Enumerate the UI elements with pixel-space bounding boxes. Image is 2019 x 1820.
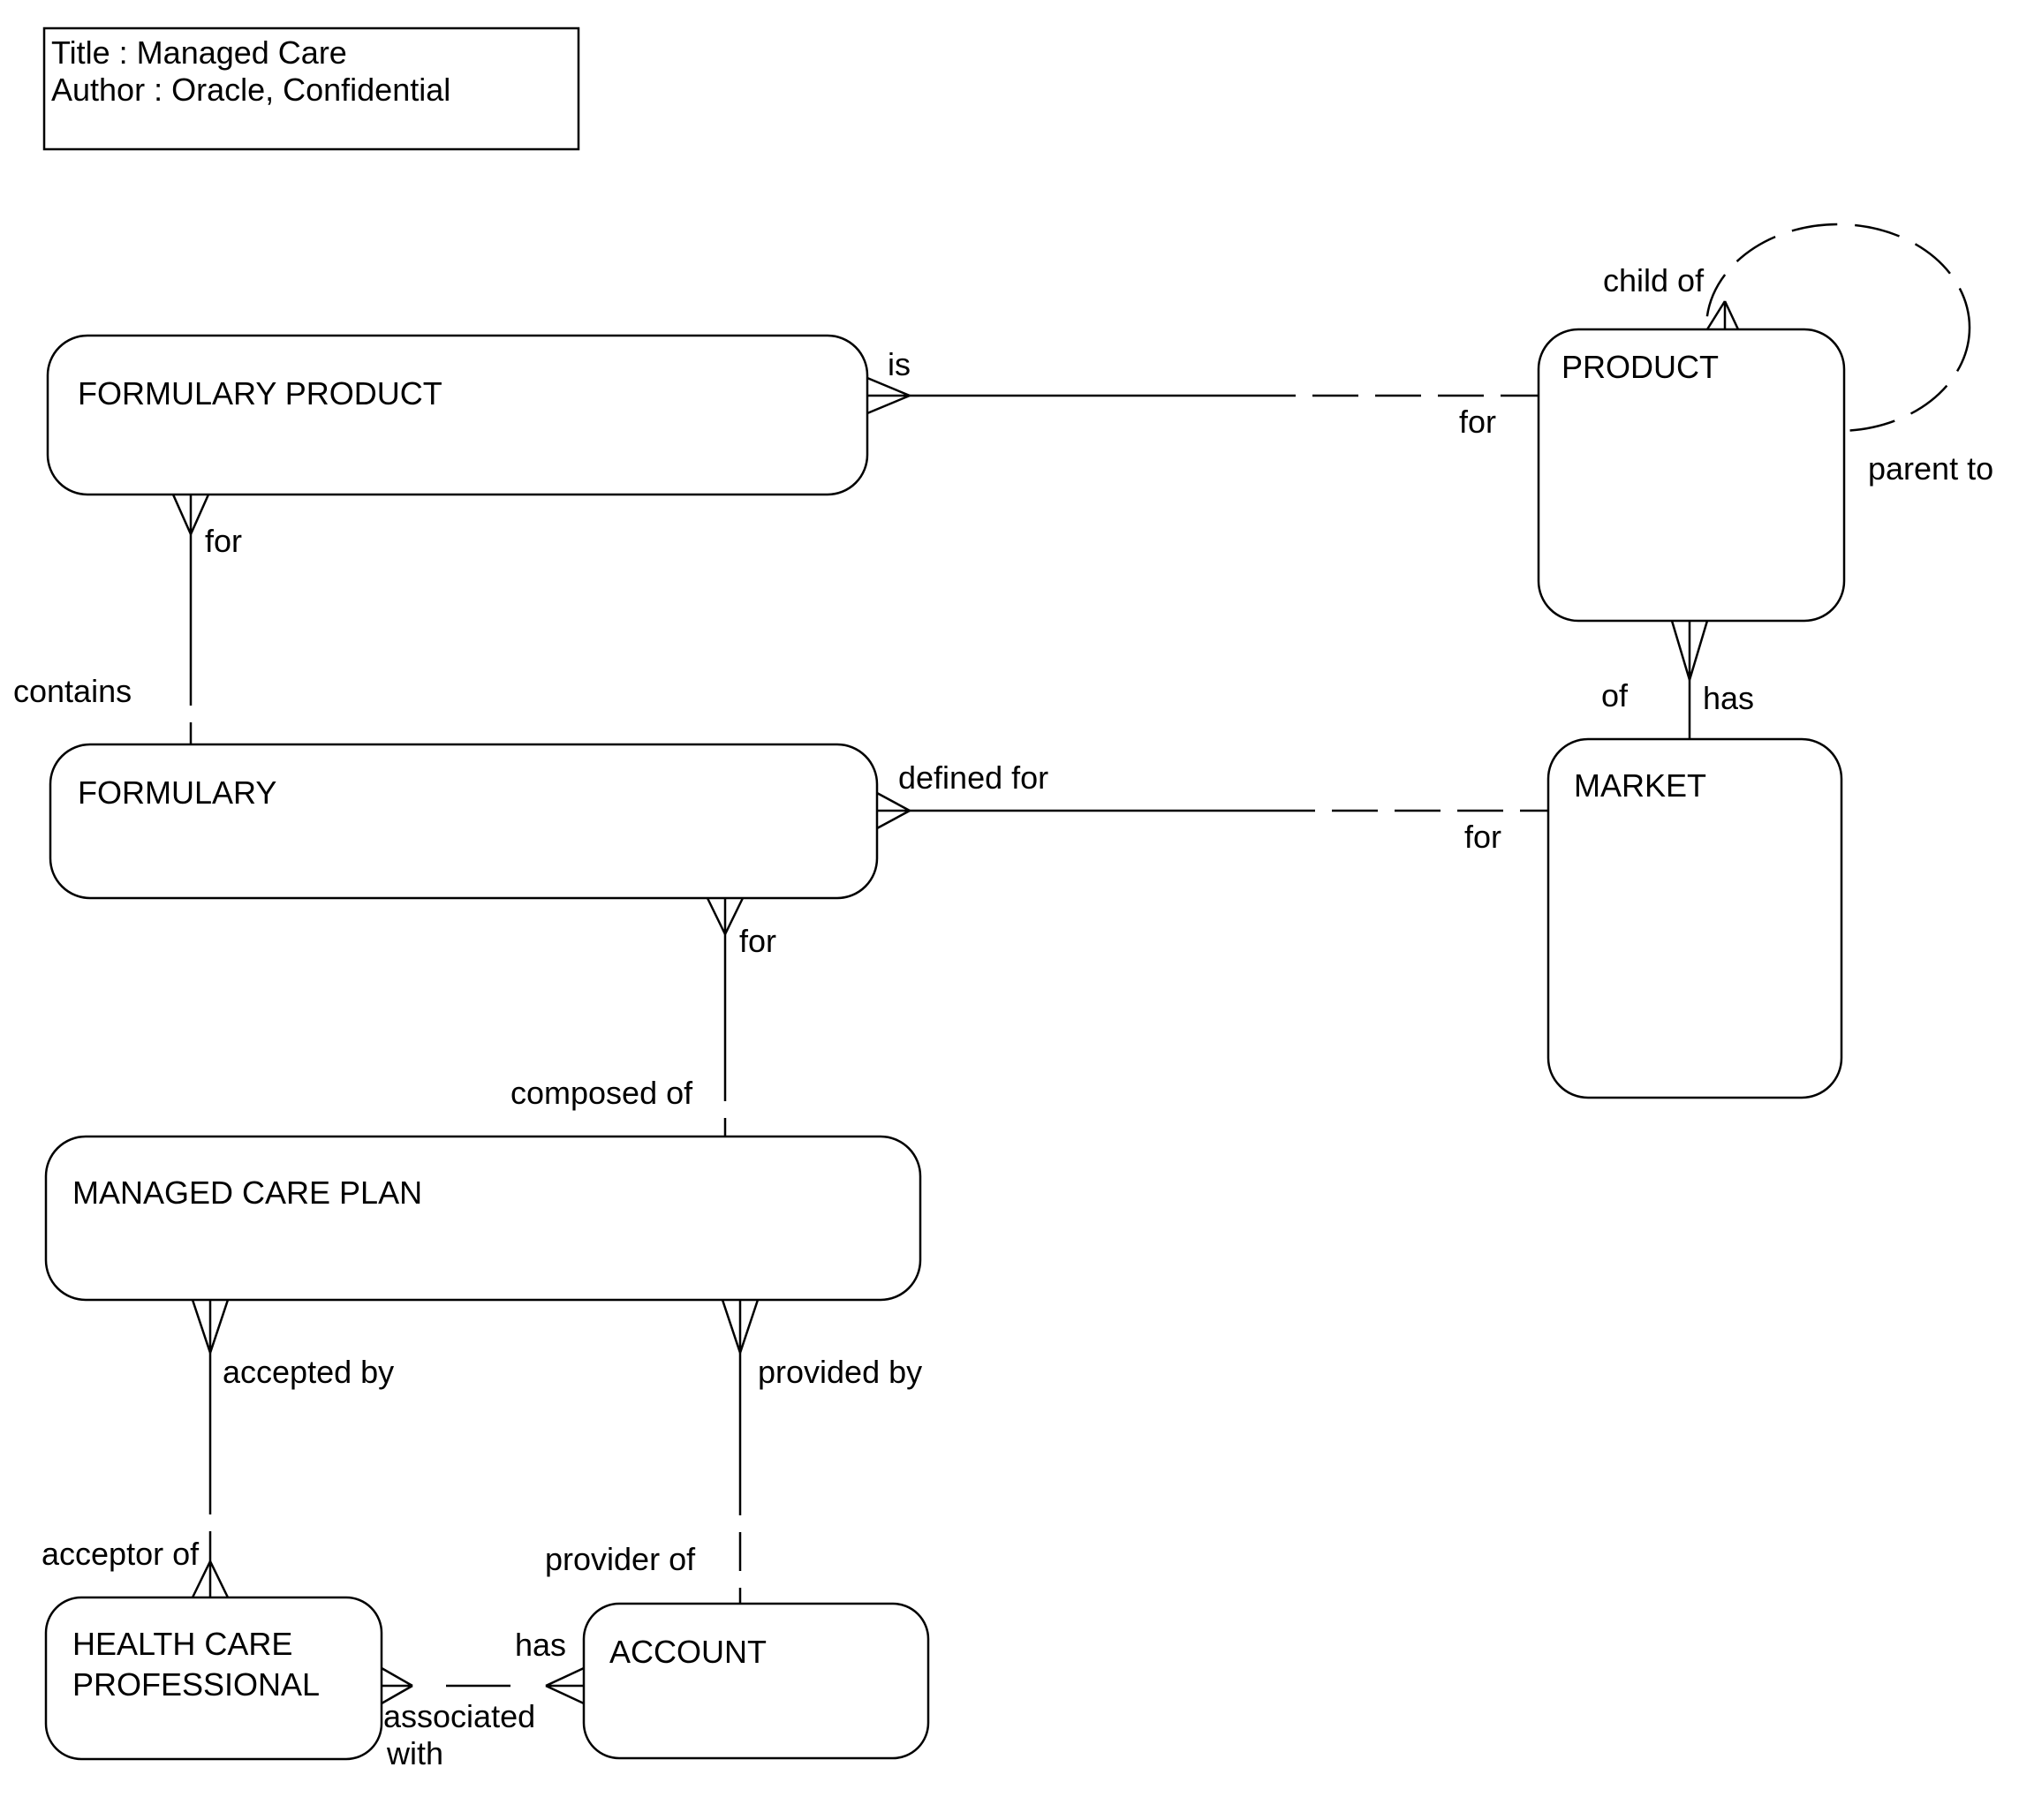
crows-foot-managed-care-plan-bottom-left — [191, 1299, 230, 1354]
entity-formulary-label: FORMULARY — [78, 774, 276, 811]
crows-foot-formulary-bottom — [706, 897, 745, 935]
relationship-product-market — [1670, 620, 1709, 739]
crows-foot-formulary-right — [876, 791, 911, 830]
relationship-product-self — [1705, 223, 1971, 433]
label-fp-for: for — [205, 523, 242, 559]
entity-formulary-product: FORMULARY PRODUCT — [46, 334, 869, 496]
diagram-title: Title : Managed Care — [51, 34, 347, 71]
entity-formulary-product-label: FORMULARY PRODUCT — [78, 375, 442, 412]
entity-market-box — [1546, 737, 1843, 1099]
label-associated: associated — [383, 1698, 535, 1734]
label-defined-for-for: for — [1464, 819, 1501, 855]
entity-formulary-product-box — [46, 334, 869, 496]
crows-foot-product-bottom — [1670, 620, 1709, 681]
label-contains: contains — [13, 673, 132, 709]
title-block: Title : Managed Care Author : Oracle, Co… — [42, 26, 580, 151]
entity-health-care-professional: HEALTH CARE PROFESSIONAL — [44, 1596, 383, 1761]
label-child-of: child of — [1603, 262, 1705, 298]
label-has: has — [1703, 680, 1754, 716]
label-defined-for: defined for — [898, 759, 1048, 796]
label-of: of — [1601, 677, 1629, 714]
relationship-hcp-account — [381, 1666, 585, 1705]
label-composed-of: composed of — [510, 1075, 693, 1111]
entity-managed-care-plan-box — [44, 1135, 922, 1302]
title-block-box — [42, 26, 580, 151]
entity-account: ACCOUNT — [582, 1602, 930, 1760]
label-is-for: for — [1459, 404, 1496, 440]
entity-managed-care-plan-label: MANAGED CARE PLAN — [72, 1174, 422, 1211]
entity-health-care-professional-label-line2: PROFESSIONAL — [72, 1666, 320, 1703]
entity-account-box — [582, 1602, 930, 1760]
relationship-managed-care-plan-hcp — [191, 1299, 230, 1598]
crows-foot-account-left — [545, 1666, 585, 1705]
entity-formulary: FORMULARY — [49, 743, 879, 900]
self-loop-arc — [1705, 223, 1971, 433]
label-with: with — [386, 1735, 443, 1771]
diagram-author: Author : Oracle, Confidential — [51, 72, 450, 108]
relationship-formulary-managed-care-plan — [706, 897, 745, 1137]
label-parent-to: parent to — [1868, 450, 1993, 487]
crows-foot-managed-care-plan-bottom-right — [721, 1299, 760, 1354]
relationship-formulary-product-formulary — [171, 494, 210, 744]
relationship-formulary-product-product — [866, 376, 1539, 415]
entity-product-box — [1537, 328, 1846, 623]
label-assoc-has: has — [515, 1627, 566, 1663]
entity-account-label: ACCOUNT — [609, 1634, 767, 1670]
entity-market-label: MARKET — [1574, 767, 1706, 804]
crows-foot-hcp-right — [381, 1666, 413, 1705]
relationship-formulary-market — [876, 791, 1548, 830]
entity-market: MARKET — [1546, 737, 1843, 1099]
label-provider-of: provider of — [545, 1541, 696, 1577]
entity-product-label: PRODUCT — [1562, 349, 1719, 385]
label-is: is — [888, 346, 911, 382]
label-formulary-for: for — [739, 923, 776, 959]
entity-managed-care-plan: MANAGED CARE PLAN — [44, 1135, 922, 1302]
crows-foot-formulary-product-right — [866, 376, 911, 415]
crows-foot-formulary-product-bottom — [171, 494, 210, 535]
label-acceptor-of: acceptor of — [42, 1536, 200, 1572]
relationship-labels: is for child of parent to for contains o… — [13, 262, 1993, 1771]
crows-foot-hcp-top — [191, 1560, 230, 1598]
label-accepted-by: accepted by — [223, 1354, 394, 1390]
entity-health-care-professional-label-line1: HEALTH CARE — [72, 1626, 292, 1662]
entity-health-care-professional-box — [44, 1596, 383, 1761]
relationship-managed-care-plan-account — [721, 1299, 760, 1604]
entity-formulary-box — [49, 743, 879, 900]
label-provided-by: provided by — [758, 1354, 922, 1390]
crows-foot-product-top — [1705, 300, 1740, 330]
entity-product: PRODUCT — [1537, 328, 1846, 623]
